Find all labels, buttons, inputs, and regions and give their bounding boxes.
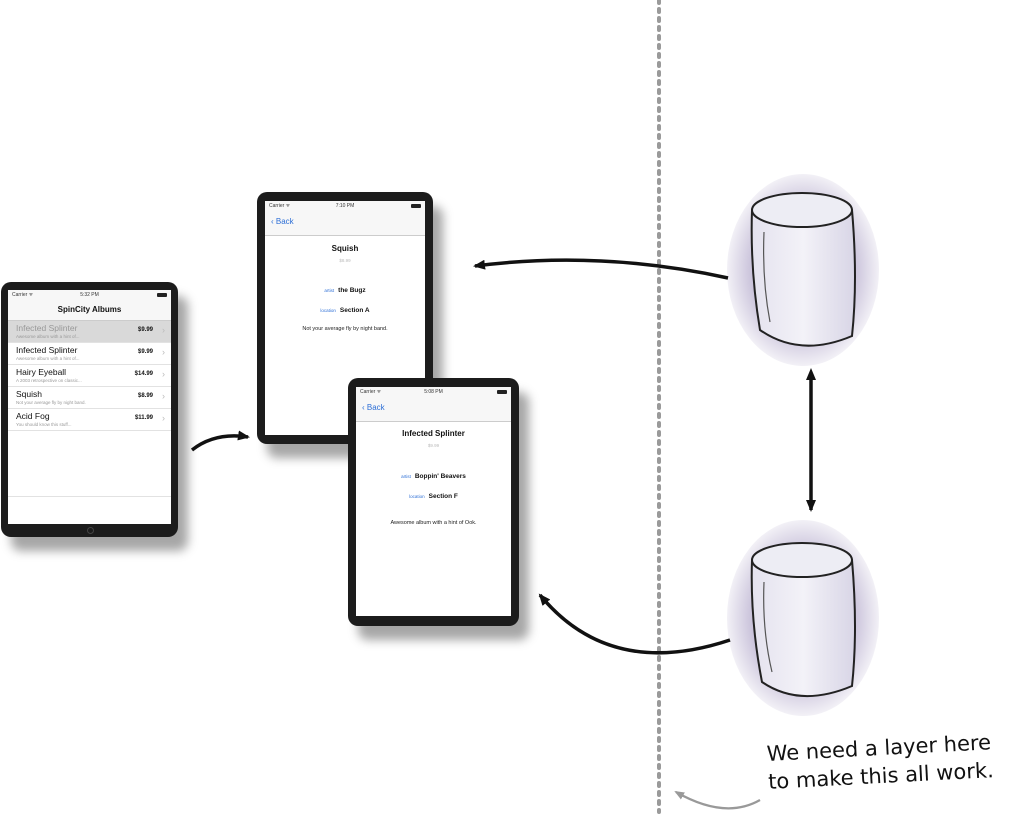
- chevron-left-icon: ‹: [271, 217, 276, 226]
- row-subtitle: You should know this stuff...: [16, 422, 72, 427]
- artist-key: artist: [401, 474, 411, 479]
- artist-key: artist: [324, 288, 335, 293]
- artist-value: Boppin' Beavers: [414, 473, 466, 480]
- table-row[interactable]: Infected Splinter Awesome album with a h…: [8, 343, 171, 365]
- album-title: Infected Splinter: [402, 429, 465, 438]
- time-label: 5:32 PM: [80, 292, 99, 298]
- list-device: Carrier ᯤ 5:32 PM SpinCity Albums Infect…: [1, 282, 178, 537]
- row-subtitle: Awesome album with a hint of...: [16, 334, 80, 339]
- toolbar-divider: [8, 496, 171, 497]
- row-subtitle: A 2003 retrospective on classic...: [16, 378, 82, 383]
- row-price: $9.99: [137, 327, 153, 333]
- chevron-left-icon: ‹: [362, 403, 367, 412]
- time-label: 7:10 PM: [335, 203, 355, 209]
- database-icon-bottom: [727, 520, 879, 716]
- chevron-right-icon: ›: [162, 413, 165, 423]
- table-row[interactable]: Infected Splinter Awesome album with a h…: [8, 321, 171, 343]
- row-price: $14.99: [134, 371, 153, 377]
- navigation-bar: ‹ Back: [356, 397, 511, 422]
- row-price: $11.99: [134, 415, 153, 421]
- location-key: location: [409, 494, 425, 499]
- back-button[interactable]: ‹ Back: [271, 217, 294, 226]
- arrow-database-to-detail-1: [473, 258, 729, 280]
- row-title: Infected Splinter: [16, 323, 78, 333]
- status-bar: Carrier ᯤ 5:08 PM: [356, 387, 511, 397]
- album-description: Not your average fly by night band.: [302, 326, 388, 332]
- back-button[interactable]: ‹ Back: [362, 403, 385, 412]
- back-label: Back: [366, 403, 385, 412]
- chevron-right-icon: ›: [162, 325, 165, 335]
- chevron-right-icon: ›: [162, 391, 165, 401]
- navigation-bar: SpinCity Albums: [8, 300, 171, 321]
- carrier-label: Carrier ᯤ: [12, 292, 34, 298]
- table-row[interactable]: Acid Fog You should know this stuff... $…: [8, 409, 171, 431]
- arrow-database-to-detail-2: [538, 593, 731, 655]
- table-row[interactable]: Hairy Eyeball A 2003 retrospective on cl…: [8, 365, 171, 387]
- row-title: Infected Splinter: [16, 345, 78, 355]
- chevron-right-icon: ›: [162, 369, 165, 379]
- album-price: $9.99: [427, 443, 440, 448]
- row-subtitle: Not your average fly by night band.: [16, 400, 86, 405]
- time-label: 5:08 PM: [424, 389, 443, 395]
- table-row[interactable]: Squish Not your average fly by night ban…: [8, 387, 171, 409]
- battery-icon: [497, 390, 507, 394]
- album-price: $8.99: [339, 258, 351, 263]
- location-value: Section A: [339, 307, 370, 314]
- battery-icon: [157, 293, 167, 297]
- row-title: Squish: [16, 389, 42, 399]
- list-screen: Carrier ᯤ 5:32 PM SpinCity Albums Infect…: [8, 290, 171, 524]
- home-button[interactable]: [87, 527, 94, 534]
- detail-device-infected-splinter: Carrier ᯤ 5:08 PM ‹ Back Infected Splint…: [348, 378, 519, 626]
- arrow-list-to-detail: [190, 430, 250, 452]
- back-label: Back: [275, 217, 294, 226]
- album-description: Awesome album with a hint of Ook.: [390, 520, 477, 526]
- database-icon-top: [727, 174, 879, 366]
- chevron-right-icon: ›: [162, 347, 165, 357]
- location-value: Section F: [428, 493, 458, 500]
- row-price: $9.99: [137, 349, 153, 355]
- artist-value: the Bugz: [338, 287, 366, 294]
- status-bar: Carrier ᯤ 5:32 PM: [8, 290, 171, 300]
- row-subtitle: Awesome album with a hint of...: [16, 356, 80, 361]
- carrier-label: Carrier ᯤ: [360, 389, 382, 395]
- row-title: Hairy Eyeball: [16, 367, 67, 377]
- battery-icon: [411, 204, 421, 208]
- album-title: Squish: [331, 244, 359, 253]
- status-bar: Carrier ᯤ 7:10 PM: [265, 201, 425, 211]
- navigation-bar: ‹ Back: [265, 211, 425, 236]
- carrier-label: Carrier ᯤ: [269, 203, 291, 209]
- list-title: SpinCity Albums: [57, 305, 122, 314]
- detail-screen: Carrier ᯤ 5:08 PM ‹ Back Infected Splint…: [356, 387, 511, 616]
- arrow-note-pointer: [674, 791, 761, 810]
- row-title: Acid Fog: [16, 411, 50, 421]
- location-key: location: [320, 308, 336, 313]
- row-price: $8.99: [137, 393, 153, 399]
